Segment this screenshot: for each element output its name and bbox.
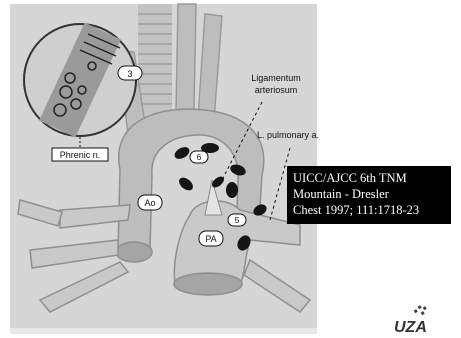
ligamentum-label-line2: arteriosum <box>255 85 298 95</box>
node-6-label: 6 <box>197 152 202 162</box>
caption-line-3: Chest 1997; 111:1718-23 <box>293 202 445 218</box>
trachea <box>138 4 172 122</box>
uza-logo: UZA <box>392 304 438 334</box>
citation-caption: UICC/AJCC 6th TNM Mountain - Dresler Che… <box>287 166 451 224</box>
aorta-label: Ao <box>144 198 155 208</box>
uza-logo-text: UZA <box>394 319 427 334</box>
caption-line-1: UICC/AJCC 6th TNM <box>293 170 445 186</box>
l-pulmonary-label: L. pulmonary a. <box>257 130 319 140</box>
phrenic-label: Phrenic n. <box>60 150 101 160</box>
pulmonary-artery-label: PA <box>205 234 216 244</box>
ligamentum-label-line1: Ligamentum <box>251 73 301 83</box>
caption-line-2: Mountain - Dresler <box>293 186 445 202</box>
node-3-label: 3 <box>127 69 132 79</box>
bottom-border <box>10 328 317 334</box>
node-5-label: 5 <box>235 215 240 225</box>
